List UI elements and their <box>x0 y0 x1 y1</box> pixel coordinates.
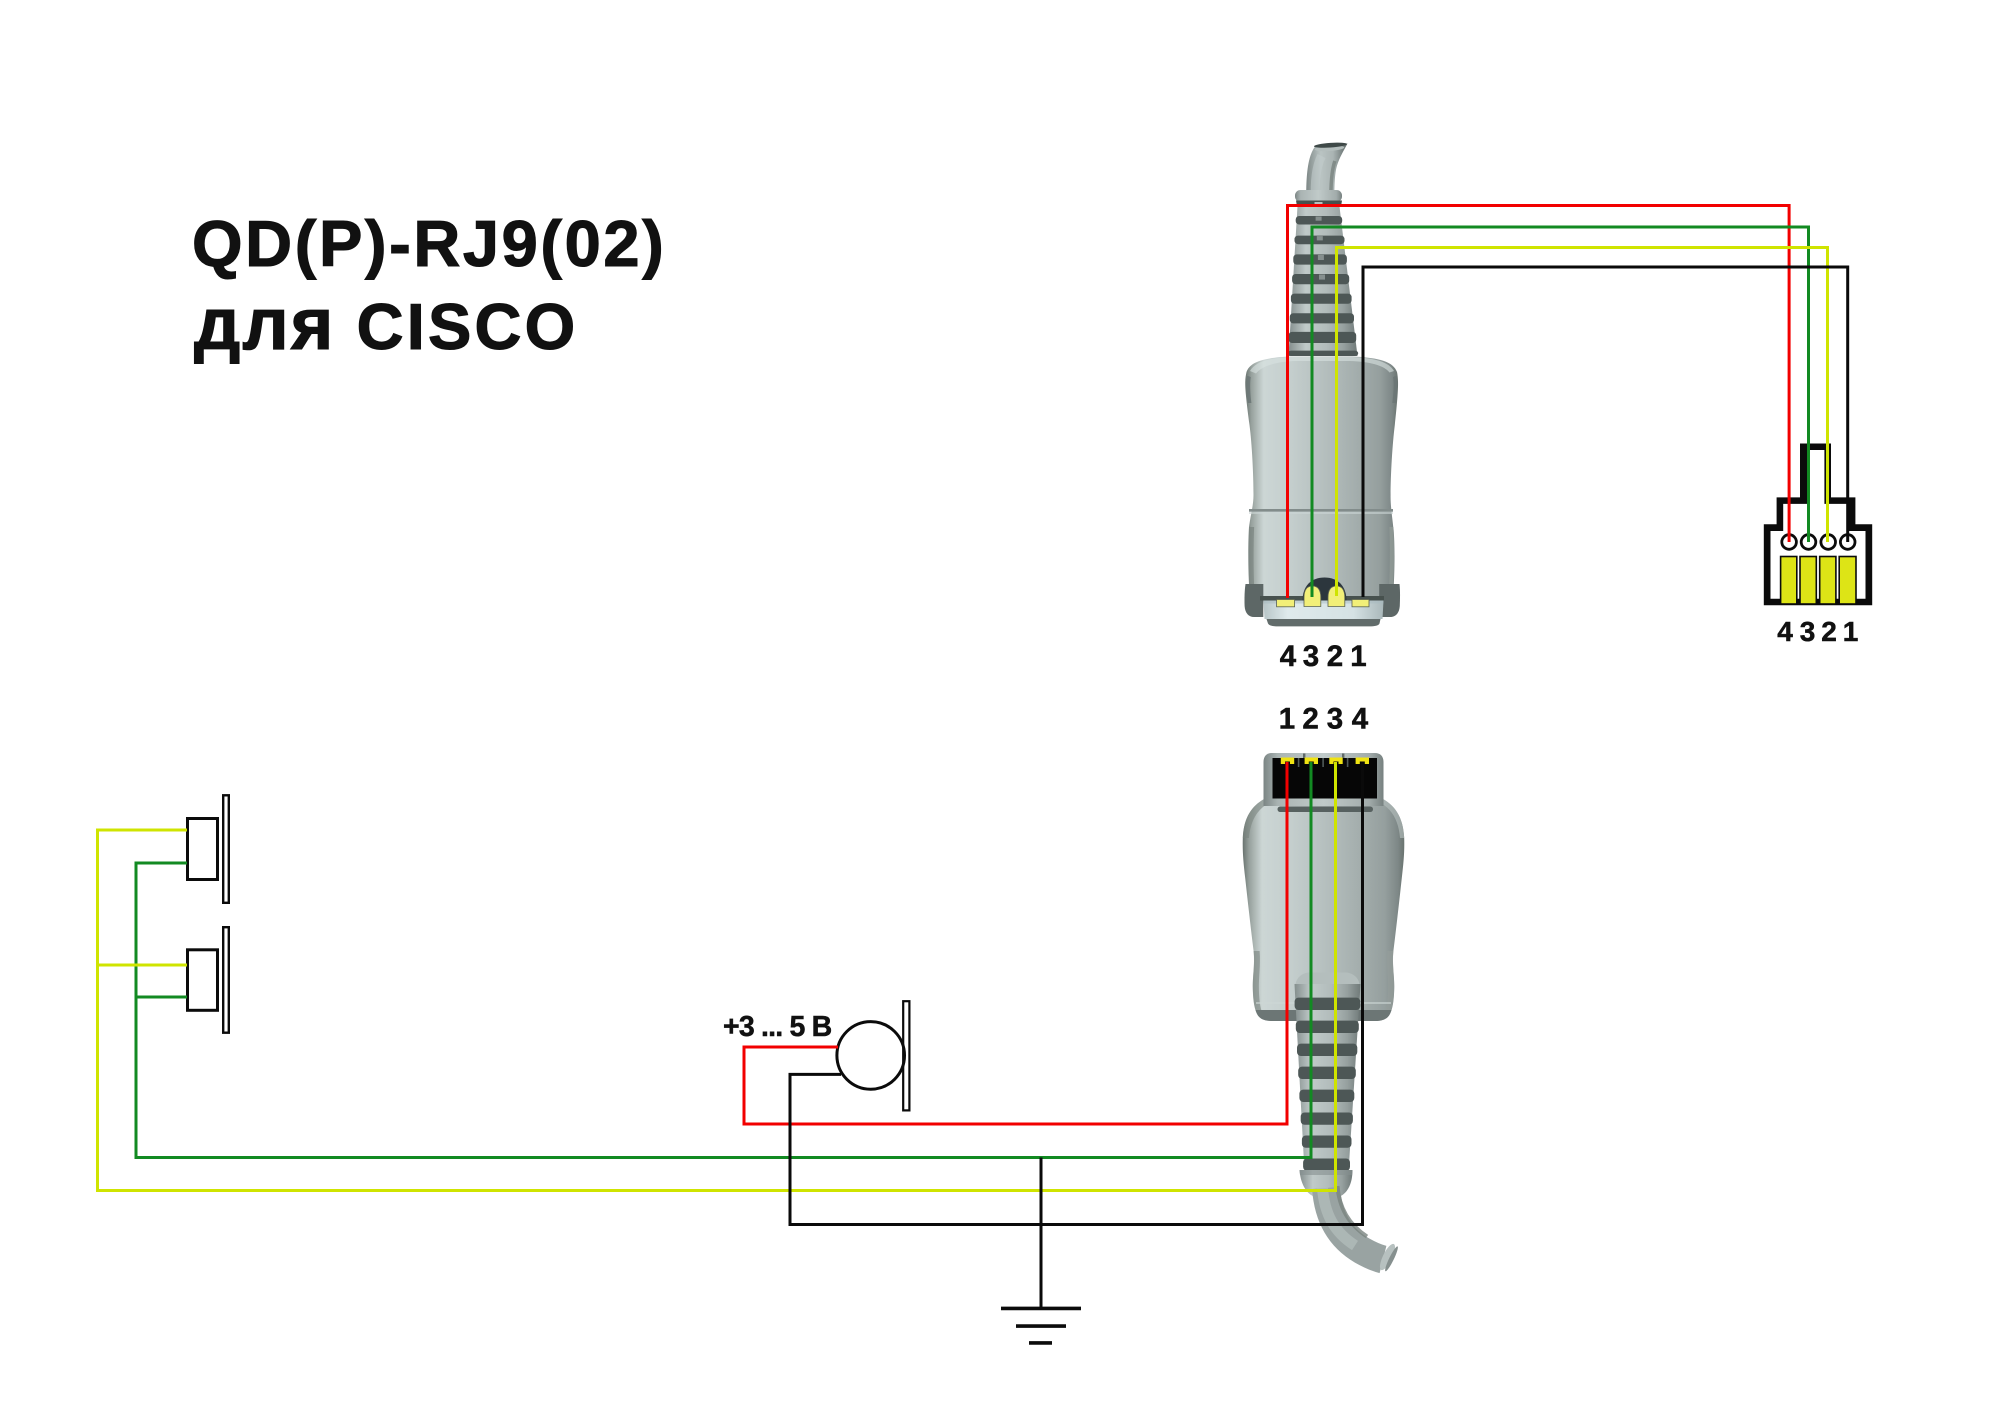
svg-text:для CISCO: для CISCO <box>194 284 578 365</box>
svg-text:QD(P)-RJ9(02): QD(P)-RJ9(02) <box>192 207 666 280</box>
svg-text:3: 3 <box>1303 640 1319 673</box>
svg-text:3: 3 <box>1327 703 1343 736</box>
svg-text:2: 2 <box>1327 640 1343 673</box>
svg-text:1: 1 <box>1350 640 1366 673</box>
svg-text:+3 ... 5 В: +3 ... 5 В <box>723 1011 832 1043</box>
svg-text:1: 1 <box>1843 616 1859 647</box>
svg-text:1: 1 <box>1279 703 1295 736</box>
svg-text:2: 2 <box>1821 616 1837 647</box>
svg-text:4: 4 <box>1352 703 1369 736</box>
svg-text:3: 3 <box>1800 616 1816 647</box>
svg-text:4: 4 <box>1280 640 1297 673</box>
svg-text:2: 2 <box>1302 703 1318 736</box>
svg-text:4: 4 <box>1777 616 1793 647</box>
